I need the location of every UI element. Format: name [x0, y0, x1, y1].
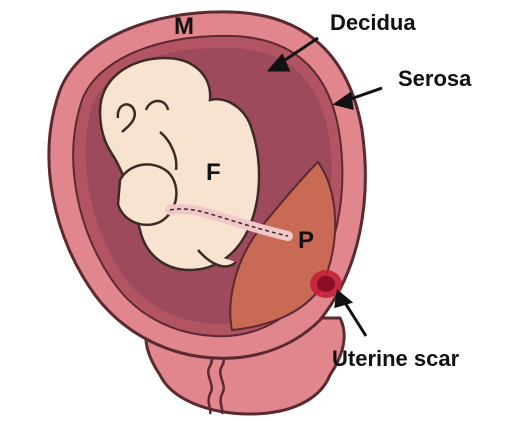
label-decidua: Decidua	[330, 10, 416, 35]
scar-arrowhead	[336, 292, 350, 306]
label-serosa: Serosa	[398, 66, 472, 91]
label-uterine-scar: Uterine scar	[332, 346, 460, 371]
uterine-scar-core	[317, 276, 335, 292]
label-myometrium: M	[174, 13, 194, 40]
fetus-limb	[118, 164, 176, 224]
label-fetus: F	[206, 159, 221, 186]
label-placenta: P	[298, 227, 314, 254]
